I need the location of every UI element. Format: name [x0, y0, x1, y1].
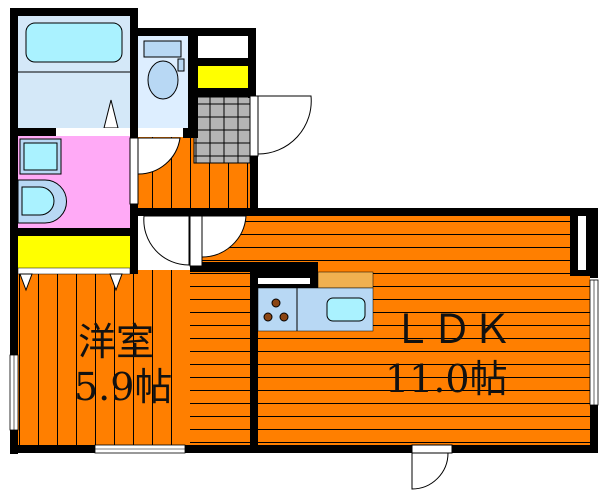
ldk-size: 11.0帖 [385, 357, 508, 401]
window-ldk [589, 279, 599, 406]
walls [10, 8, 598, 454]
entry-tile [193, 96, 251, 164]
storage-yellow-top [198, 66, 248, 88]
ldk-name: ＬＤＫ [392, 307, 512, 353]
window-western [9, 354, 19, 431]
closet [18, 236, 130, 268]
window-bottom [94, 444, 186, 454]
western-room-name: 洋室 [78, 320, 154, 364]
western-room-size: 5.9帖 [74, 365, 172, 409]
toilet-bowl [147, 60, 179, 100]
stove-icon [263, 298, 289, 322]
kitchen-sink [326, 297, 366, 322]
kitchen-shelf [317, 271, 374, 289]
doors [129, 95, 453, 490]
shoe-box [198, 36, 248, 58]
toilet-tank [143, 40, 182, 58]
bathtub [25, 22, 123, 63]
